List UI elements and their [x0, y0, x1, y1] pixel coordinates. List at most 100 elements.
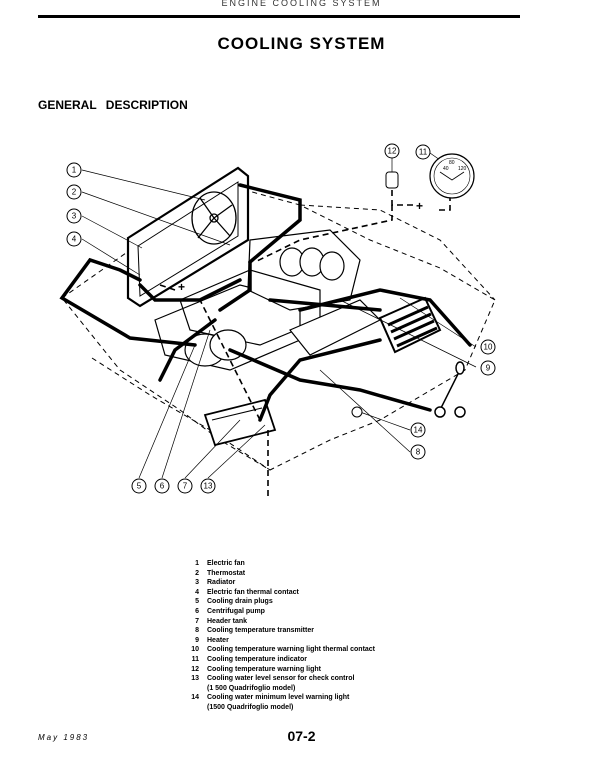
parts-legend: 1 Electric fan 2 Thermostat 3 Radiator 4 Electr… [181, 559, 375, 713]
page-number: 07-2 [287, 728, 316, 744]
legend-item-text: Radiator [207, 579, 236, 587]
legend-item-text: (1 500 Quadrifoglio model) [207, 684, 296, 692]
header-tank [203, 398, 277, 447]
legend-item-number: 13 [191, 675, 199, 683]
legend-item-text: Heater [207, 636, 229, 644]
legend-item: 13 Cooling water level sensor for check c… [181, 674, 375, 684]
legend-item-text: Cooling temperature warning light [207, 665, 321, 673]
callout-label: 7 [183, 482, 188, 491]
callout-4: 4 [66, 231, 82, 247]
callout-1: 1 [66, 162, 82, 178]
callout-13: 13 [200, 478, 216, 494]
legend-item: 10 Cooling temperature warning light ther… [181, 645, 375, 655]
running-header: ENGINE COOLING SYSTEM [221, 0, 382, 6]
legend-item: 7 Header tank [181, 617, 375, 627]
callout-9: 9 [480, 360, 496, 376]
heater-control-lever [434, 361, 466, 418]
legend-item-text: Cooling drain plugs [207, 598, 273, 606]
callout-label: 13 [204, 482, 213, 491]
legend-item-number: 10 [191, 646, 199, 654]
electrical-wiring [159, 180, 451, 500]
legend-item-number: 8 [195, 627, 199, 635]
callout-2: 2 [66, 184, 82, 200]
car-outline [61, 185, 496, 471]
legend-item-text: Cooling water level sensor for check con… [207, 675, 355, 683]
callout-label: 6 [160, 482, 165, 491]
legend-item-text: Header tank [207, 617, 248, 625]
legend-item-text: Cooling temperature warning light therma… [207, 646, 376, 654]
legend-item: 1 Electric fan [181, 559, 375, 569]
thermal-contact-plus-signs: + + [178, 199, 423, 294]
legend-item: 4 Electric fan thermal contact [181, 588, 375, 598]
legend-item: 11 Cooling temperature indicator [181, 655, 375, 665]
electric-fan [191, 191, 237, 245]
page-title: COOLING SYSTEM [217, 34, 386, 53]
legend-item-number [181, 684, 207, 694]
plus-sign-warning-light: + [416, 199, 423, 213]
legend-item-text: Electric fan [207, 560, 245, 567]
callout-14: 14 [410, 422, 426, 438]
legend-item-number: 6 [195, 607, 199, 615]
legend-item-number: 4 [195, 588, 199, 596]
callout-label: 8 [416, 448, 421, 457]
legend-item: 14 Cooling water minimum level warning li… [181, 693, 375, 703]
engine-block [154, 229, 382, 371]
callout-label: 5 [137, 482, 142, 491]
callout-label: 2 [72, 188, 77, 197]
legend-item-number: 12 [191, 665, 199, 673]
callout-leaders [81, 152, 477, 479]
top-rule [38, 15, 520, 18]
callout-label: 11 [419, 148, 428, 157]
legend-item-number: 9 [195, 636, 199, 644]
callout-3: 3 [66, 208, 82, 224]
callout-6: 6 [154, 478, 170, 494]
callout-label: 3 [72, 212, 77, 221]
coolant-hoses [59, 183, 472, 422]
legend-item-number: 3 [195, 579, 199, 587]
legend-item-number: 1 [195, 560, 199, 567]
gauge-label-mid: 80 [449, 160, 455, 166]
legend-item-text: Thermostat [207, 569, 246, 577]
callout-10: 10 [480, 339, 496, 355]
footer-date: May 1983 [38, 733, 90, 742]
legend-item: 9 Heater [181, 636, 375, 646]
callout-label: 10 [484, 343, 493, 352]
callout-8: 8 [410, 444, 426, 460]
callout-label: 4 [72, 235, 77, 244]
gauge-label-low: 40 [443, 166, 449, 172]
section-heading: GENERAL DESCRIPTION [38, 98, 188, 112]
minimum-level-warning-light [351, 406, 363, 418]
callout-12: 12 [384, 143, 400, 159]
callout-5: 5 [131, 478, 147, 494]
callout-label: 9 [486, 364, 491, 373]
temperature-indicator-gauge: 40 80 120 [429, 153, 475, 199]
gauge-label-high: 120 [458, 166, 467, 172]
legend-item-text: Cooling water minimum level warning ligh… [207, 694, 350, 702]
legend-item-text: Centrifugal pump [207, 607, 265, 615]
legend-item-number: 14 [191, 694, 199, 702]
callout-11: 11 [415, 144, 431, 160]
legend-item: 3 Radiator [181, 578, 375, 588]
callout-label: 12 [388, 147, 397, 156]
legend-item-text: (1500 Quadrifoglio model) [207, 703, 294, 711]
legend-item: 6 Centrifugal pump [181, 607, 375, 617]
legend-item-text: Electric fan thermal contact [207, 588, 299, 596]
plus-sign-fan-contact: + [178, 280, 185, 294]
legend-item: 5 Cooling drain plugs [181, 597, 375, 607]
legend-item-number: 11 [191, 655, 199, 663]
legend-item: (1500 Quadrifoglio model) [181, 703, 375, 713]
callout-7: 7 [177, 478, 193, 494]
callout-label: 14 [414, 426, 423, 435]
callout-label: 1 [72, 166, 77, 175]
legend-item-text: Cooling temperature indicator [207, 655, 307, 663]
legend-item-text: Cooling temperature transmitter [207, 627, 314, 635]
legend-item-number: 5 [195, 598, 199, 606]
legend-item: 8 Cooling temperature transmitter [181, 626, 375, 636]
legend-item-number: 2 [195, 569, 199, 577]
legend-item: 12 Cooling temperature warning light [181, 665, 375, 675]
legend-item: (1 500 Quadrifoglio model) [181, 684, 375, 694]
legend-item: 2 Thermostat [181, 569, 375, 579]
heater [378, 296, 442, 354]
legend-item-number [181, 703, 207, 713]
legend-item-number: 7 [195, 617, 199, 625]
